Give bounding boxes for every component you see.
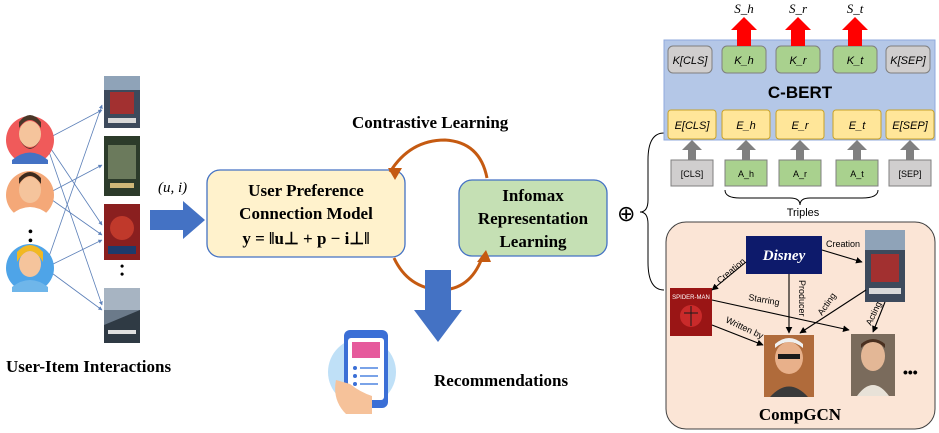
upcm-line2: Connection Model [239, 204, 373, 223]
edge-avengers-stanlee [799, 289, 867, 334]
edge-disney-avengers [821, 249, 863, 264]
triples-label: Triples [787, 207, 820, 219]
score-h: S_h [734, 1, 754, 16]
movie-poster [104, 76, 140, 128]
user-item-section: • • • • [6, 76, 187, 376]
input-r: A_r [793, 169, 807, 179]
cycle-arrow-top-head [388, 168, 402, 180]
embed-box-cls [667, 109, 717, 140]
score-t: S_t [847, 1, 864, 16]
input-box-t [835, 159, 879, 187]
score-r: S_r [789, 1, 808, 16]
interaction-edges [44, 104, 103, 311]
cycle-arrow-bottom-head [477, 250, 491, 262]
upcm-formula: y = ‖u⊥ + p − i⊥‖ [242, 229, 369, 248]
embed-box-sep [885, 109, 935, 140]
embed-cls: E[CLS] [675, 120, 711, 132]
movie-poster [104, 204, 140, 260]
infomax-line2: Representation [478, 209, 589, 228]
user-item-caption: User-Item Interactions [6, 357, 171, 376]
input-h: A_h [738, 169, 754, 179]
embed-r: E_r [791, 120, 809, 132]
edge-disney-spiderman [711, 261, 747, 291]
avatar [6, 115, 54, 164]
person-node-stanlee [764, 335, 814, 397]
compgcn-panel: Disney SPIDER-MAN [665, 221, 936, 430]
cbert-panel: C-BERT K[CLS] K_h K_r K_t K[SEP] S_h S_r… [663, 1, 936, 141]
output-arrow [414, 270, 462, 342]
embed-t: E_t [849, 120, 866, 132]
spiderman-caption: SPIDER-MAN [672, 295, 710, 301]
edge-spiderman-tomholland [711, 299, 850, 332]
embed-sep: E[SEP] [892, 120, 928, 132]
token-box-k-cls [667, 45, 713, 74]
edge-avengers-tomholland [872, 301, 886, 333]
input-cls: [CLS] [681, 169, 704, 179]
input-box-cls [670, 159, 714, 187]
input-arrow [150, 201, 205, 239]
recommendations-label: Recommendations [434, 371, 568, 390]
embed-box-r [775, 109, 825, 140]
pair-label: (u, i) [158, 180, 187, 196]
score-arrow-r [785, 17, 811, 46]
movie-poster [104, 136, 140, 196]
users-ellipsis-1: • [28, 225, 33, 240]
embed-box-t [832, 109, 882, 140]
input-box-h [724, 159, 768, 187]
token-k-cls: K[CLS] [673, 55, 709, 67]
token-k-sep: K[SEP] [890, 55, 926, 67]
items-ellipsis-2: • [120, 267, 124, 281]
embed-h: E_h [736, 120, 756, 132]
token-k-r: K_r [789, 55, 807, 67]
avatar [6, 244, 54, 292]
person-node-tomholland [851, 334, 895, 396]
graph-edges [711, 249, 886, 346]
score-arrow-t [842, 17, 868, 46]
items-ellipsis-1: • [120, 259, 124, 273]
infomax-line1: Infomax [502, 186, 564, 205]
poster-node-spiderman [670, 288, 712, 336]
upcm-line1: User Preference [248, 181, 364, 200]
infomax-line3: Learning [499, 232, 567, 251]
graph-ellipsis: ••• [903, 364, 918, 380]
token-k-h: K_h [734, 55, 754, 67]
disney-node [746, 236, 822, 274]
triples-brace [724, 189, 879, 206]
edge-spiderman-stanlee [711, 324, 764, 346]
infomax-box [458, 179, 608, 257]
cbert-title: C-BERT [768, 83, 833, 102]
input-up-arrows [682, 140, 920, 160]
input-sep: [SEP] [898, 169, 921, 179]
edge-label-producer: Producer [797, 280, 807, 317]
input-box-sep [888, 159, 932, 187]
poster-node-avengers [865, 230, 905, 302]
merge-brace [639, 132, 665, 291]
score-arrow-h [731, 17, 757, 46]
input-box-r [778, 159, 822, 187]
movie-poster [104, 288, 140, 343]
users-ellipsis-2: • [28, 234, 33, 249]
cycle-arrow-top [388, 138, 489, 179]
compgcn-title: CompGCN [759, 405, 842, 424]
token-k-t: K_t [847, 55, 864, 67]
disney-label: Disney [762, 248, 806, 264]
token-box-k-sep [885, 45, 931, 74]
embed-box-h [721, 109, 771, 140]
input-t: A_t [850, 169, 864, 179]
plus-icon: ⊕ [617, 201, 635, 226]
upcm-box [206, 169, 406, 258]
phone-icon [328, 330, 396, 414]
avatar [6, 171, 54, 219]
contrastive-title: Contrastive Learning [352, 113, 509, 132]
edge-label-creation-1: Creation [826, 239, 860, 249]
